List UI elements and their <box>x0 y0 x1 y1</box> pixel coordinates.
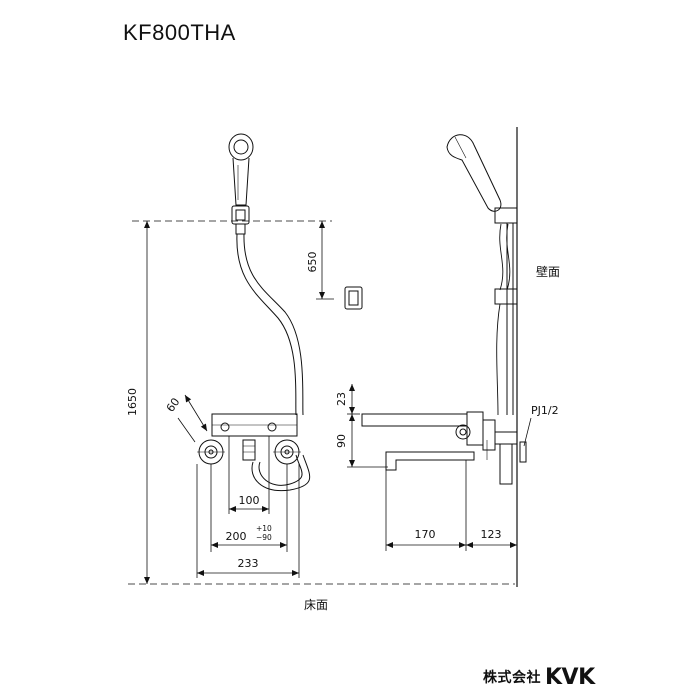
dim-123: 123 <box>481 528 502 541</box>
shower-head-front <box>228 133 254 206</box>
dim-200: 200 <box>226 530 247 543</box>
dim-100: 100 <box>239 494 260 507</box>
floor-label: 床面 <box>304 598 328 612</box>
shower-head-side <box>446 134 502 212</box>
dim-233: 233 <box>238 557 259 570</box>
brand-name: KVK <box>545 664 595 690</box>
dim-200-tolerance-plus: +10 <box>256 524 272 533</box>
mixer-body-front <box>197 413 301 465</box>
small-holder <box>344 286 363 310</box>
shower-holder-front <box>231 205 250 235</box>
dim-90: 90 <box>335 434 348 448</box>
dim-23: 23 <box>335 392 348 406</box>
dim-200-tolerance-minus: −90 <box>256 533 272 542</box>
pipe-label: PJ1/2 <box>531 404 559 417</box>
dim-60: 60 <box>164 396 183 415</box>
mixer-body-side <box>361 411 527 485</box>
dim-1650: 1650 <box>126 388 139 416</box>
company-name: 株式会社 <box>483 670 541 686</box>
wall-label: 壁面 <box>536 264 560 279</box>
company-logo: 株式会社 KVK <box>483 663 595 691</box>
dim-650: 650 <box>306 252 319 273</box>
dim-170: 170 <box>415 528 436 541</box>
model-title: KF800THA <box>123 20 236 45</box>
